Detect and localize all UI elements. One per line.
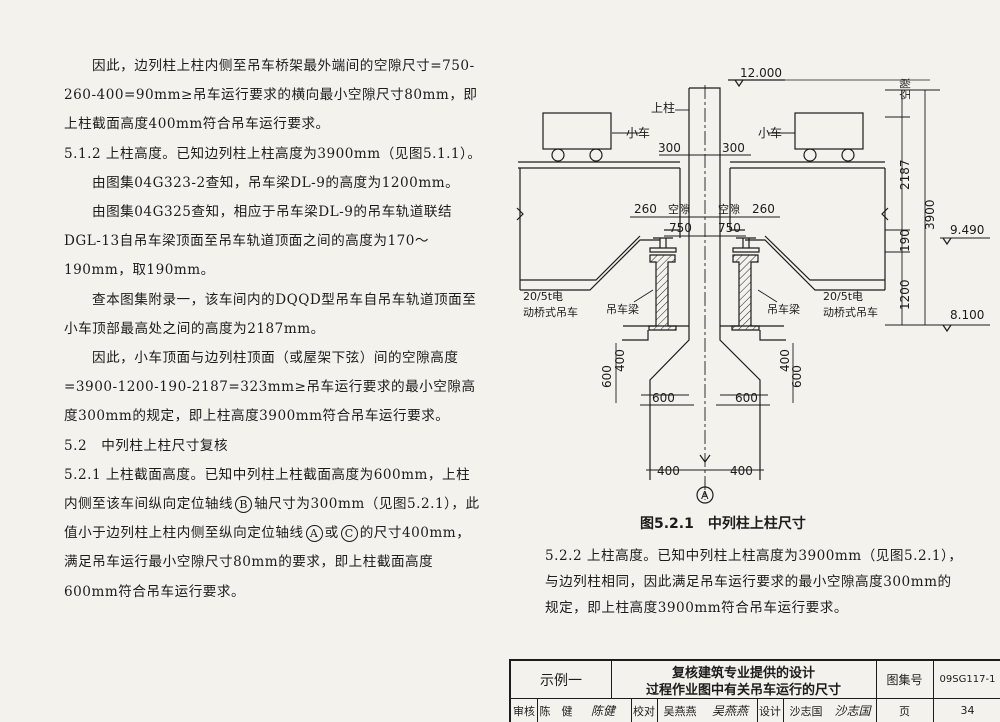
dim-400-left-vertical: 400 <box>613 349 627 372</box>
dim-400-bottom-left: 400 <box>657 464 680 478</box>
label-crane-right-2: 动桥式吊车 <box>823 305 878 319</box>
paragraph-rail-height: 由图集04G325查知，相应于吊车梁DL-9的吊车轨道联结DGL-13自吊车梁顶… <box>64 204 453 279</box>
label-gap-right: 空隙 <box>718 202 740 216</box>
dim-3900: 3900 <box>923 199 937 230</box>
label-crane-beam-right: 吊车梁 <box>767 302 800 316</box>
dim-190: 190 <box>898 229 912 252</box>
paragraph-5-2-2: 5.2.2 上柱高度。已知中列柱上柱高度为3900mm（见图5.2.1），与边列… <box>545 548 963 616</box>
dim-400-bottom-right: 400 <box>730 464 753 478</box>
label-trolley-left: 小车 <box>626 125 650 140</box>
check-signature: 吴燕燕 <box>711 704 748 718</box>
axis-bubble <box>696 486 714 504</box>
dim-750-left: 750 <box>669 221 692 235</box>
title-block: 示例一 复核建筑专业提供的设计 过程作业图中有关吊车运行的尺寸 图集号 09SG… <box>509 659 1000 722</box>
label-crane-left-2: 动桥式吊车 <box>523 305 578 319</box>
paragraph-trolley-height: 查本图集附录一，该车间内的DQQD型吊车自吊车轨道顶面至小车顶部最高处之间的高度… <box>64 291 477 337</box>
trolley-left-body <box>542 112 612 150</box>
right-text-column: 5.2.2 上柱高度。已知中列柱上柱高度为3900mm（见图5.2.1），与边列… <box>545 543 965 621</box>
elevation-mid-value: 9.490 <box>950 223 984 237</box>
design-label: 设计 <box>759 704 781 718</box>
page-number: 34 <box>960 704 975 717</box>
label-upper-column: 上柱 <box>651 100 675 115</box>
dim-260-right: 260 <box>752 202 775 216</box>
dim-600-left-horizontal: 600 <box>652 391 675 405</box>
label-gap-vertical: 空隙 <box>898 78 912 100</box>
label-gap-left: 空隙 <box>668 202 690 216</box>
review-label: 审核 <box>513 704 535 718</box>
label-crane-left-1: 20/5t电 <box>523 290 563 303</box>
label-crane-right-1: 20/5t电 <box>823 290 863 303</box>
crane-right-outline <box>729 168 886 291</box>
design-signature: 沙志国 <box>834 704 871 718</box>
trolley-right-wheel <box>803 148 817 162</box>
figure-caption: 图5.2.1 中列柱上柱尺寸 <box>640 515 806 532</box>
label-crane-beam-left: 吊车梁 <box>606 302 639 316</box>
upper-column-outline <box>649 87 761 480</box>
crane-beam-right <box>731 254 760 331</box>
rail-left <box>649 237 677 253</box>
axis-c-marker: C <box>340 525 358 543</box>
dim-300-right: 300 <box>722 141 745 155</box>
title-line-2: 过程作业图中有关吊车运行的尺寸 <box>645 683 841 698</box>
paragraph-crane-beam-height: 由图集04G323-2查知，吊车梁DL-9的高度为1200mm。 <box>92 174 460 191</box>
label-trolley-right: 小车 <box>758 125 782 140</box>
paragraph-gap-conclusion: 因此，边列柱上柱内侧至吊车桥架最外端间的空隙尺寸=750-260-400=90m… <box>64 58 478 133</box>
section-heading-5-2: 5.2 中列柱上柱尺寸复核 <box>64 437 229 454</box>
atlas-number: 09SG117-1 <box>939 674 996 685</box>
column-section-drawing: 12.000 9.490 8.100 上柱 小车 小车 300 300 260 … <box>516 66 990 532</box>
corbel-left <box>622 325 689 341</box>
check-label: 校对 <box>633 704 655 718</box>
axis-b-marker: B <box>235 496 253 514</box>
dim-260-left: 260 <box>634 202 657 216</box>
crane-left-outline <box>519 168 681 291</box>
elevation-top-value: 12.000 <box>740 66 782 80</box>
example-label: 示例一 <box>540 672 582 689</box>
paragraph-clearance-height: 因此，小车顶面与边列柱顶面（或屋架下弦）间的空隙高度=3900-1200-190… <box>64 350 476 425</box>
elevation-mark-top <box>728 79 785 88</box>
trolley-right-body <box>794 112 864 150</box>
review-signature: 陈健 <box>590 704 615 718</box>
axis-label: A <box>701 489 709 502</box>
crane-beam-left <box>648 254 677 331</box>
paragraph-5-1-2: 5.1.2 上柱高度。已知边列柱上柱高度为3900mm（见图5.1.1）。 <box>64 145 482 162</box>
page-label: 页 <box>899 704 910 718</box>
dim-300-left: 300 <box>658 141 681 155</box>
atlas-label: 图集号 <box>886 673 923 687</box>
elevation-mark-low <box>942 324 952 333</box>
dim-600-right-horizontal: 600 <box>735 391 758 405</box>
paragraph-5-2-1: 5.2.1 上柱截面高度。已知中列柱上柱截面高度为600mm，上柱内侧至该车间纵… <box>64 466 480 600</box>
check-name: 吴燕燕 <box>663 704 697 718</box>
trolley-left-wheel <box>589 148 603 162</box>
axis-a-marker: A <box>305 525 323 543</box>
elevation-low-value: 8.100 <box>950 308 984 322</box>
dim-600-right-vertical: 600 <box>790 365 804 388</box>
trolley-right-wheel <box>841 148 855 162</box>
title-line-1: 复核建筑专业提供的设计 <box>671 666 815 681</box>
review-name: 陈 健 <box>539 704 573 718</box>
dim-1200: 1200 <box>898 279 912 310</box>
left-text-column: 因此，边列柱上柱内侧至吊车桥架最外端间的空隙尺寸=750-260-400=90m… <box>64 52 484 607</box>
dim-600-left-vertical: 600 <box>600 365 614 388</box>
design-name: 沙志国 <box>789 704 823 718</box>
dim-2187: 2187 <box>898 159 912 190</box>
rail-right <box>732 237 760 253</box>
corbel-right <box>720 325 786 341</box>
trolley-left-wheel <box>551 148 565 162</box>
dim-400-right-vertical: 400 <box>778 349 792 372</box>
elevation-mark-mid <box>942 237 952 246</box>
dim-750-right: 750 <box>718 221 741 235</box>
